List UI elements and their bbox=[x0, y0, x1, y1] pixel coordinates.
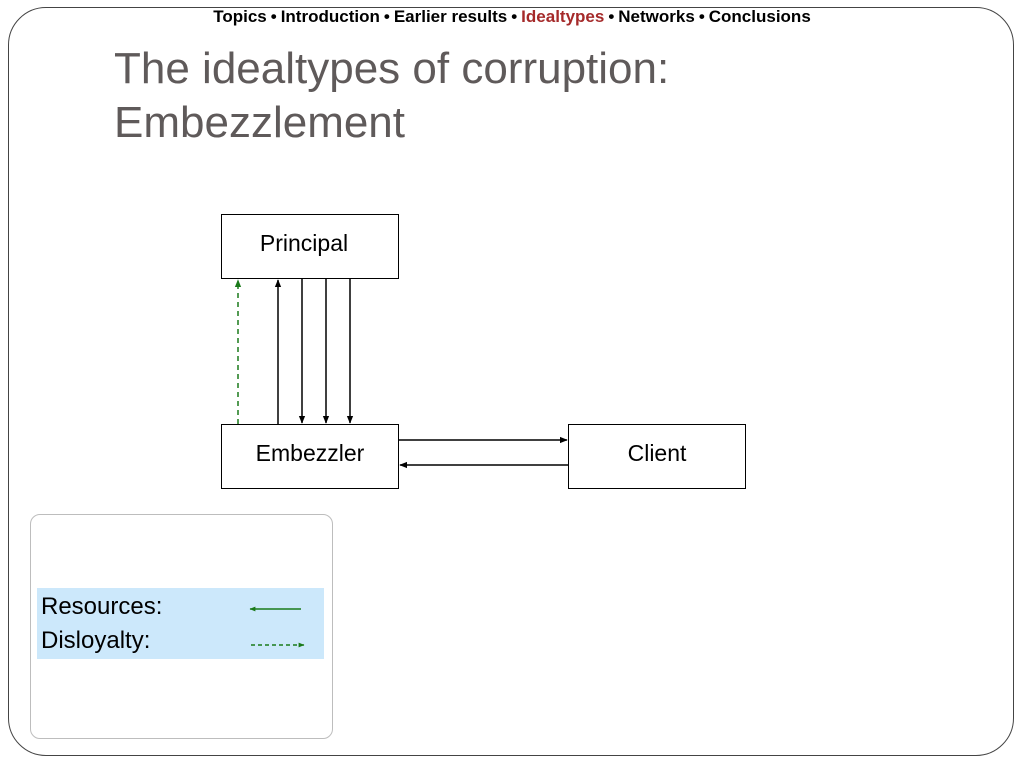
nav-separator: • bbox=[698, 7, 705, 26]
nav-item-conclusions[interactable]: Conclusions bbox=[708, 7, 811, 26]
nav-separator: • bbox=[608, 7, 615, 26]
nav-separator: • bbox=[383, 7, 390, 26]
legend-disloyalty-label: Disloyalty: bbox=[41, 627, 151, 654]
embezzler-label: Embezzler bbox=[255, 440, 365, 466]
principal-box: Principal bbox=[221, 214, 399, 279]
topic-nav: Topics•Introduction•Earlier results•Idea… bbox=[0, 7, 1024, 27]
nav-item-introduction[interactable]: Introduction bbox=[280, 7, 380, 26]
slide-title: The idealtypes of corruption: Embezzleme… bbox=[114, 42, 669, 150]
nav-item-topics[interactable]: Topics bbox=[213, 7, 267, 26]
nav-item-networks[interactable]: Networks bbox=[618, 7, 695, 26]
embezzler-box: Embezzler bbox=[221, 424, 399, 489]
slide-frame bbox=[8, 7, 1014, 756]
nav-item-idealtypes[interactable]: Idealtypes bbox=[521, 7, 605, 26]
slide-title-line-2: Embezzlement bbox=[114, 98, 406, 147]
nav-separator: • bbox=[511, 7, 518, 26]
legend-resources-label: Resources: bbox=[41, 593, 163, 620]
client-label: Client bbox=[627, 440, 687, 466]
principal-label: Principal bbox=[259, 230, 349, 256]
legend-band bbox=[37, 588, 324, 659]
nav-item-earlier-results[interactable]: Earlier results bbox=[393, 7, 508, 26]
nav-separator: • bbox=[270, 7, 277, 26]
legend-frame bbox=[30, 514, 333, 739]
client-box: Client bbox=[568, 424, 746, 489]
slide-title-line-1: The idealtypes of corruption: bbox=[114, 44, 670, 93]
